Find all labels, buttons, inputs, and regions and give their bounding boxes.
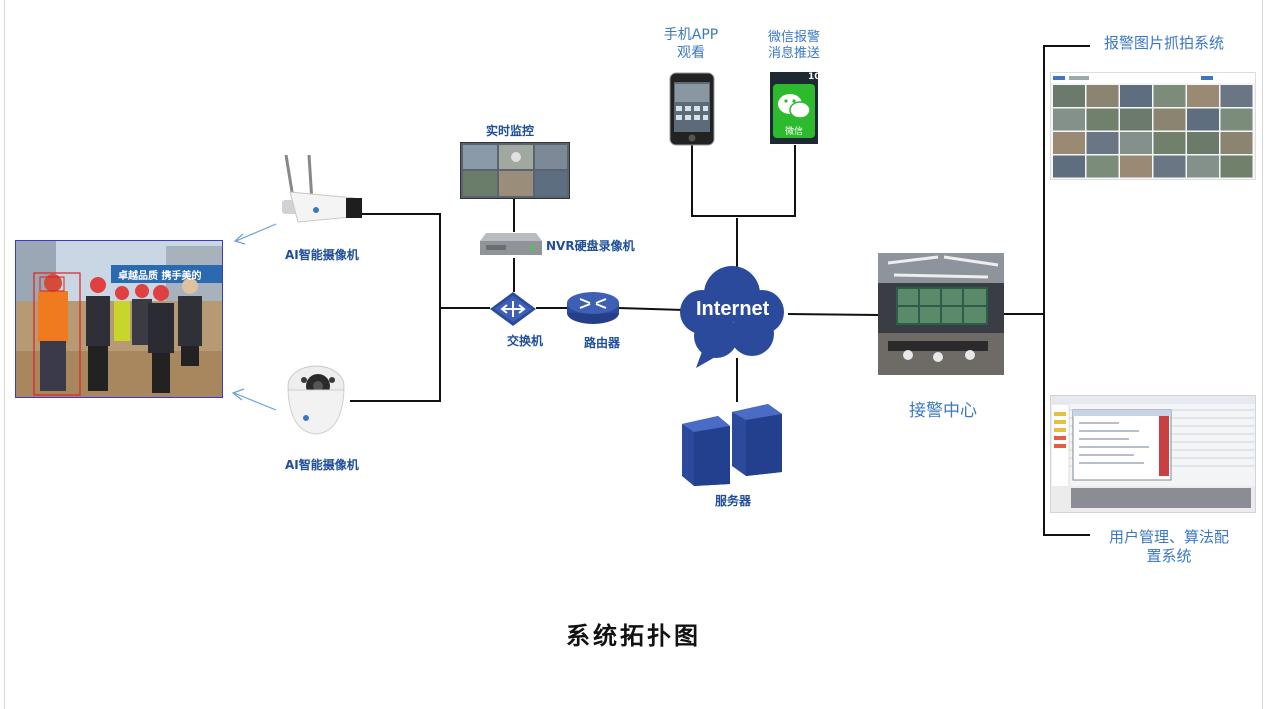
arrow-bottom-head [231, 388, 245, 401]
alarm-center-photo [878, 253, 1004, 375]
phone-status-text: 10 [808, 72, 821, 82]
router-icon [566, 291, 620, 325]
detection-scene-photo: 卓越品质 携手美的 [15, 240, 223, 398]
internet-to-center-line [787, 313, 879, 316]
alarm-center-label: 接警中心 [909, 401, 977, 421]
scene-sign-text: 卓越品质 携手美的 [118, 271, 202, 282]
snapshot-thumbnail [1153, 155, 1186, 178]
user-mgmt-label-text: 用户管理、算法配 置系统 [1108, 528, 1229, 565]
smartphone-icon [669, 72, 715, 146]
mobile-bracket-line [691, 145, 796, 217]
camera-bracket-line [350, 213, 441, 402]
wechat-app-icon: 微信 [773, 84, 815, 138]
internet-cloud-icon [676, 262, 788, 370]
snapshot-thumbnail [1187, 132, 1219, 154]
snapshot-thumbnail [1187, 108, 1219, 131]
user-mgmt-screenshot [1050, 395, 1256, 513]
switch-icon [488, 290, 538, 328]
snapshot-thumbnail [1053, 85, 1085, 107]
snapshot-thumbnail [1187, 155, 1219, 178]
snapshot-thumbnail [1053, 155, 1085, 178]
snapshot-thumbnail [1187, 85, 1219, 107]
scene-illustration [16, 241, 222, 397]
snapshot-thumbnail [1053, 108, 1085, 131]
router-to-internet-line [617, 307, 685, 311]
snapshot-thumbnail [1086, 85, 1119, 107]
snapshot-thumbnail [1220, 132, 1253, 154]
systems-bracket-line [1043, 45, 1090, 536]
nvr-device-icon [480, 231, 542, 257]
snapshot-thumbnail [1086, 132, 1119, 154]
snapshot-thumbnail [1053, 132, 1085, 154]
switch-label: 交换机 [507, 334, 544, 348]
snapshot-thumbnail [1153, 85, 1186, 107]
snapshot-thumbnail [1120, 155, 1152, 178]
snapshot-thumbnail [1120, 108, 1152, 131]
wechat-phone-icon: 10 微信 [770, 72, 821, 144]
bullet-camera-icon [276, 152, 366, 232]
diagram-frame [4, 0, 1263, 709]
wechat-icon-text: 微信 [784, 127, 803, 137]
arrow-top-head [233, 233, 246, 245]
monitor-label: 实时监控 [486, 124, 535, 138]
wechat-label-text: 微信报警 消息推送 [767, 30, 820, 61]
camera-top-label: AI智能摄像机 [285, 248, 359, 262]
dome-camera-icon [282, 362, 352, 438]
monitor-screen-icon [460, 142, 570, 199]
server-label: 服务器 [715, 494, 752, 508]
app-label-text: 手机APP 观看 [663, 27, 719, 61]
wechat-label: 微信报警 消息推送 [756, 30, 832, 62]
snapshot-thumbnail [1120, 85, 1152, 107]
snapshot-system-screenshot [1050, 72, 1256, 180]
snapshot-system-label: 报警图片抓拍系统 [1104, 34, 1225, 52]
internet-label: Internet [696, 298, 770, 320]
user-mgmt-label: 用户管理、算法配 置系统 [1098, 528, 1240, 566]
snapshot-thumbnail [1220, 85, 1253, 107]
snapshot-thumbnail [1120, 132, 1152, 154]
server-rack-icon [680, 402, 784, 486]
arrow-top-line [235, 223, 277, 242]
router-label: 路由器 [584, 336, 621, 350]
snapshot-thumbnail [1220, 155, 1253, 178]
app-label: 手机APP 观看 [652, 26, 730, 62]
diagram-caption: 系统拓扑图 [566, 621, 701, 650]
snapshot-thumbnail [1086, 108, 1119, 131]
camera-bottom-label: AI智能摄像机 [285, 458, 359, 472]
snapshot-thumbnail [1153, 132, 1186, 154]
arrow-bottom-line [233, 392, 277, 411]
snapshot-thumbnail [1220, 108, 1253, 131]
snapshot-thumbnail [1086, 155, 1119, 178]
snapshot-thumbnail [1153, 108, 1186, 131]
nvr-label: NVR硬盘录像机 [546, 239, 635, 253]
